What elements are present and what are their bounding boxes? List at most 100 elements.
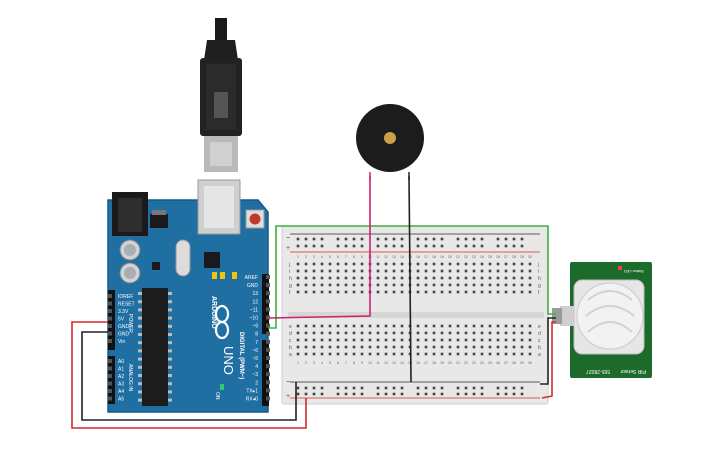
breadboard-hole[interactable] [352, 269, 356, 273]
breadboard-hole[interactable] [304, 331, 308, 335]
breadboard-hole[interactable] [496, 352, 500, 356]
rail-hole[interactable] [464, 386, 468, 390]
breadboard-hole[interactable] [480, 331, 484, 335]
rail-hole[interactable] [384, 392, 388, 396]
breadboard-hole[interactable] [368, 331, 372, 335]
rail-hole[interactable] [296, 237, 300, 241]
breadboard-hole[interactable] [320, 276, 324, 280]
breadboard-hole[interactable] [400, 283, 404, 287]
breadboard-hole[interactable] [464, 352, 468, 356]
breadboard-hole[interactable] [360, 283, 364, 287]
breadboard-hole[interactable] [520, 269, 524, 273]
rail-hole[interactable] [496, 244, 500, 248]
breadboard-hole[interactable] [296, 283, 300, 287]
rail-hole[interactable] [424, 392, 428, 396]
breadboard-hole[interactable] [376, 352, 380, 356]
breadboard-hole[interactable] [392, 269, 396, 273]
breadboard-hole[interactable] [328, 331, 332, 335]
header-pin[interactable] [108, 331, 112, 336]
breadboard-hole[interactable] [376, 338, 380, 342]
rail-hole[interactable] [360, 386, 364, 390]
breadboard-hole[interactable] [376, 262, 380, 266]
rail-hole[interactable] [360, 237, 364, 241]
breadboard-hole[interactable] [296, 352, 300, 356]
breadboard-hole[interactable] [344, 262, 348, 266]
breadboard-hole[interactable] [328, 324, 332, 328]
breadboard-hole[interactable] [328, 345, 332, 349]
header-pin[interactable] [108, 294, 112, 298]
rail-hole[interactable] [400, 392, 404, 396]
rail-hole[interactable] [352, 237, 356, 241]
rail-hole[interactable] [440, 244, 444, 248]
breadboard-hole[interactable] [520, 276, 524, 280]
rail-hole[interactable] [344, 386, 348, 390]
rail-hole[interactable] [296, 392, 300, 396]
breadboard-hole[interactable] [448, 262, 452, 266]
breadboard-hole[interactable] [296, 345, 300, 349]
breadboard-hole[interactable] [432, 290, 436, 294]
breadboard-hole[interactable] [424, 324, 428, 328]
rail-hole[interactable] [432, 386, 436, 390]
breadboard-hole[interactable] [304, 283, 308, 287]
breadboard-hole[interactable] [296, 290, 300, 294]
rail-hole[interactable] [376, 244, 380, 248]
breadboard-hole[interactable] [424, 276, 428, 280]
breadboard-hole[interactable] [392, 262, 396, 266]
header-pin[interactable] [266, 339, 270, 344]
header-pin[interactable] [266, 275, 270, 279]
breadboard-hole[interactable] [496, 324, 500, 328]
rail-hole[interactable] [352, 244, 356, 248]
rail-hole[interactable] [344, 244, 348, 248]
rail-hole[interactable] [440, 392, 444, 396]
breadboard-hole[interactable] [456, 290, 460, 294]
rail-hole[interactable] [480, 237, 484, 241]
breadboard-hole[interactable] [424, 269, 428, 273]
breadboard-hole[interactable] [504, 345, 508, 349]
rail-hole[interactable] [512, 392, 516, 396]
breadboard-hole[interactable] [312, 345, 316, 349]
rail-hole[interactable] [304, 392, 308, 396]
breadboard-hole[interactable] [336, 276, 340, 280]
header-pin[interactable] [266, 291, 270, 296]
breadboard-hole[interactable] [528, 262, 532, 266]
breadboard-hole[interactable] [400, 345, 404, 349]
breadboard-hole[interactable] [416, 290, 420, 294]
breadboard-hole[interactable] [400, 269, 404, 273]
breadboard-hole[interactable] [528, 352, 532, 356]
breadboard-hole[interactable] [416, 338, 420, 342]
breadboard-hole[interactable] [296, 262, 300, 266]
breadboard-hole[interactable] [376, 345, 380, 349]
breadboard-hole[interactable] [440, 276, 444, 280]
breadboard-hole[interactable] [416, 283, 420, 287]
breadboard-hole[interactable] [512, 269, 516, 273]
breadboard-hole[interactable] [344, 269, 348, 273]
breadboard-hole[interactable] [504, 276, 508, 280]
breadboard-hole[interactable] [480, 338, 484, 342]
breadboard-hole[interactable] [304, 269, 308, 273]
rail-hole[interactable] [416, 392, 420, 396]
breadboard-hole[interactable] [528, 338, 532, 342]
breadboard-hole[interactable] [440, 269, 444, 273]
breadboard-hole[interactable] [512, 352, 516, 356]
breadboard-hole[interactable] [320, 324, 324, 328]
breadboard-hole[interactable] [384, 290, 388, 294]
breadboard-hole[interactable] [480, 290, 484, 294]
breadboard-hole[interactable] [320, 345, 324, 349]
breadboard-hole[interactable] [480, 283, 484, 287]
breadboard-hole[interactable] [456, 269, 460, 273]
rail-hole[interactable] [376, 237, 380, 241]
breadboard-hole[interactable] [472, 324, 476, 328]
header-pin[interactable] [266, 299, 270, 304]
rail-hole[interactable] [376, 392, 380, 396]
breadboard-hole[interactable] [504, 331, 508, 335]
breadboard-hole[interactable] [312, 338, 316, 342]
breadboard-hole[interactable] [400, 290, 404, 294]
breadboard-hole[interactable] [336, 262, 340, 266]
breadboard-hole[interactable] [304, 338, 308, 342]
breadboard-hole[interactable] [336, 338, 340, 342]
breadboard-hole[interactable] [448, 352, 452, 356]
breadboard-hole[interactable] [464, 331, 468, 335]
breadboard-hole[interactable] [328, 276, 332, 280]
breadboard-hole[interactable] [312, 331, 316, 335]
breadboard-hole[interactable] [320, 338, 324, 342]
